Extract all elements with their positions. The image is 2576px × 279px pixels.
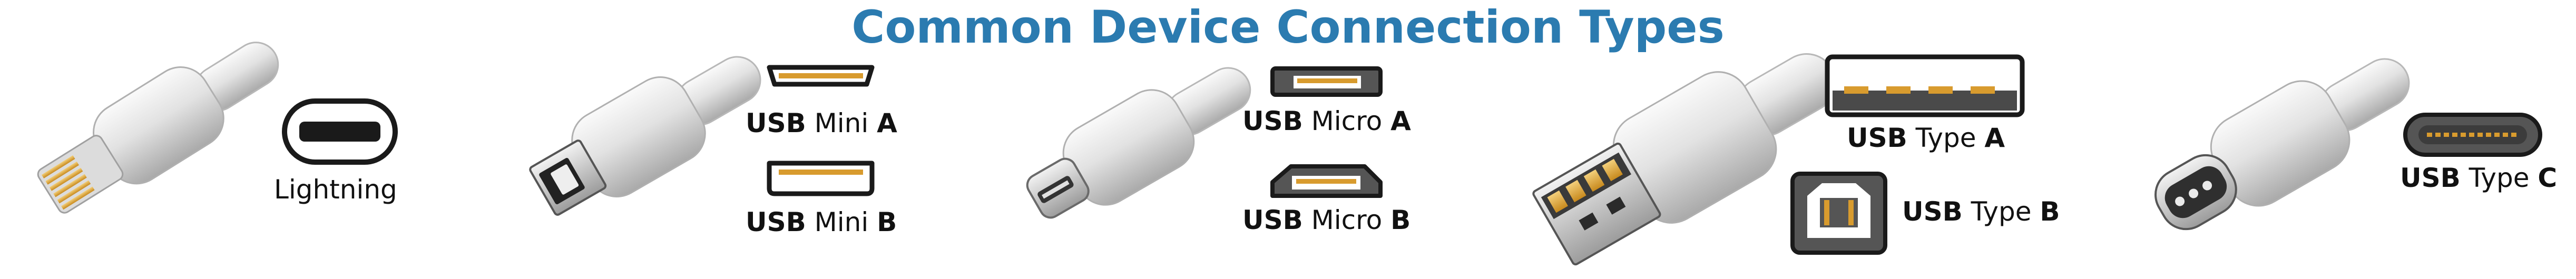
usb-micro-a-label-name: Micro <box>1311 106 1383 136</box>
lightning-port-icon <box>282 98 398 165</box>
usb-mini-a-label: USB Mini A <box>746 107 897 139</box>
usb-type-c-label-usb: USB <box>2400 163 2461 193</box>
usb-type-b-label-variant: B <box>2040 196 2060 227</box>
usb-type-c-label-name: Type <box>2469 163 2530 193</box>
usb-type-c-cable-image <box>2154 58 2410 231</box>
usb-mini-b-label: USB Mini B <box>746 206 897 238</box>
usb-type-b-label: USB Type B <box>1902 196 2060 227</box>
usb-mini-b-label-usb: USB <box>746 207 806 237</box>
usb-mini-a-label-usb: USB <box>746 108 806 138</box>
usb-type-a-port-icon <box>1825 54 2025 117</box>
usb-type-a-label-variant: A <box>1984 123 2005 153</box>
usb-type-b-label-usb: USB <box>1902 196 1963 227</box>
usb-micro-a-port-icon <box>1270 66 1383 97</box>
usb-micro-b-label-name: Micro <box>1311 205 1383 235</box>
usb-type-b-label-name: Type <box>1971 196 2032 227</box>
usb-type-a-label-usb: USB <box>1847 123 1907 153</box>
usb-micro-b-label: USB Micro B <box>1242 204 1411 236</box>
usb-micro-a-label-variant: A <box>1390 106 1411 136</box>
usb-type-c-port-icon <box>2403 113 2542 157</box>
usb-mini-a-label-variant: A <box>877 108 897 138</box>
usb-micro-b-label-variant: B <box>1390 205 1411 235</box>
lightning-cable-image <box>37 42 279 214</box>
lightning-label: Lightning <box>274 174 397 205</box>
usb-type-a-label-name: Type <box>1915 123 1976 153</box>
usb-type-a-cable-image <box>1532 53 1837 266</box>
usb-mini-b-label-name: Mini <box>814 207 869 237</box>
usb-mini-b-label-variant: B <box>877 207 897 237</box>
usb-type-b-port-icon <box>1790 172 1887 255</box>
usb-mini-b-port-icon <box>767 161 875 196</box>
usb-type-a-label: USB Type A <box>1847 122 2005 154</box>
usb-mini-cable-image <box>529 56 761 216</box>
usb-micro-b-port-icon <box>1270 164 1383 198</box>
usb-mini-a-port-icon <box>767 65 875 87</box>
page-title: Common Device Connection Types <box>851 1 1725 54</box>
usb-micro-a-label: USB Micro A <box>1242 105 1411 137</box>
usb-micro-a-label-usb: USB <box>1242 106 1303 136</box>
usb-micro-b-label-usb: USB <box>1242 205 1303 235</box>
usb-micro-cable-image <box>1026 67 1251 219</box>
usb-type-c-label-variant: C <box>2538 163 2558 193</box>
usb-mini-a-label-name: Mini <box>814 108 869 138</box>
usb-type-c-label: USB Type C <box>2400 162 2557 194</box>
